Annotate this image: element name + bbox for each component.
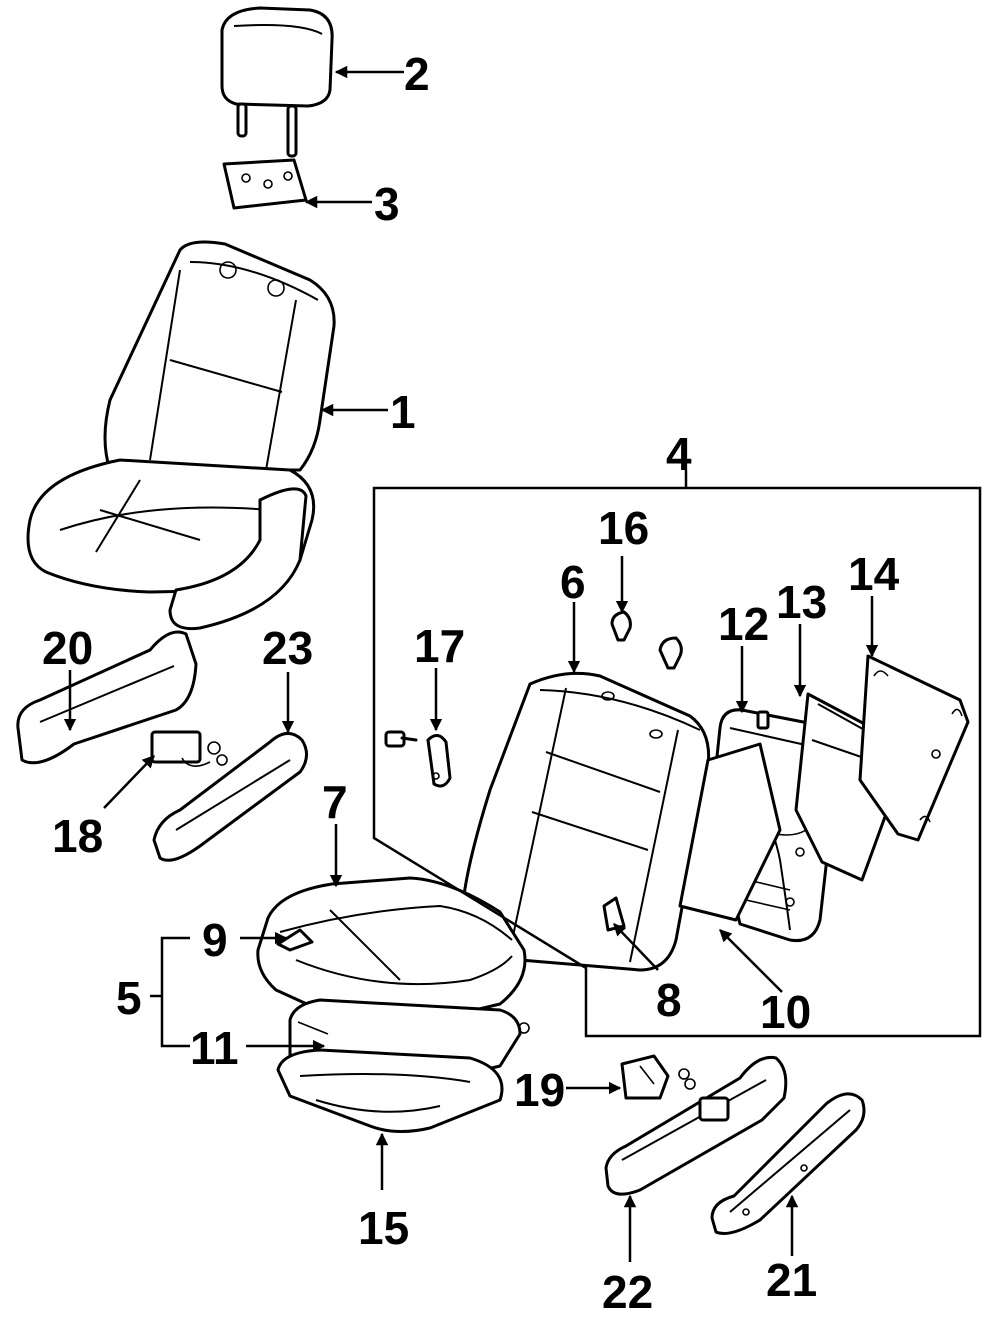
callout-15: 15 xyxy=(358,1202,409,1254)
callout-1: 1 xyxy=(390,386,416,438)
callout-8: 8 xyxy=(656,974,682,1026)
callout-13: 13 xyxy=(776,576,827,628)
callout-20: 20 xyxy=(42,622,93,674)
callout-23: 23 xyxy=(262,622,313,674)
callout-5: 5 xyxy=(116,972,142,1024)
seat-assembly[interactable] xyxy=(26,240,336,631)
leader-lines xyxy=(63,65,879,1262)
callout-14: 14 xyxy=(848,548,900,600)
callout-6: 6 xyxy=(560,556,586,608)
callout-21: 21 xyxy=(766,1254,817,1306)
seat-cushion-frame[interactable] xyxy=(276,1048,504,1133)
recliner-bolt-bracket[interactable] xyxy=(384,730,452,788)
headrest[interactable] xyxy=(220,6,334,158)
callout-3: 3 xyxy=(374,178,400,230)
callout-18: 18 xyxy=(52,810,103,862)
callout-2: 2 xyxy=(404,48,430,100)
seat-cushion-cover[interactable] xyxy=(256,876,527,1030)
callout-9: 9 xyxy=(202,914,228,966)
callout-19: 19 xyxy=(514,1064,565,1116)
seat-back-panel[interactable] xyxy=(858,654,970,842)
callout-7: 7 xyxy=(322,776,348,828)
inner-side-shield[interactable] xyxy=(710,1092,866,1235)
callout-12: 12 xyxy=(718,598,769,650)
callout-16: 16 xyxy=(598,502,649,554)
seat-adjuster-motor[interactable] xyxy=(620,1054,696,1100)
outer-track-cover[interactable] xyxy=(16,630,198,765)
cushion-group-bracket xyxy=(160,936,190,1048)
headrest-guide-clips[interactable] xyxy=(610,610,683,670)
callout-11: 11 xyxy=(190,1022,239,1074)
headrest-guide-plate[interactable] xyxy=(222,158,308,210)
seat-back-pad[interactable] xyxy=(678,742,782,922)
seat-back-cover[interactable] xyxy=(460,671,711,972)
seat-back-group-box xyxy=(372,486,982,1038)
callout-labels: 2 3 1 4 20 23 17 6 16 12 13 14 18 7 9 5 … xyxy=(42,48,900,1318)
callout-22: 22 xyxy=(602,1266,653,1318)
inner-track-cover[interactable] xyxy=(152,732,308,862)
callout-17: 17 xyxy=(414,620,465,672)
callout-4: 4 xyxy=(666,428,692,480)
outer-side-shield[interactable] xyxy=(604,1055,788,1196)
callout-10: 10 xyxy=(760,986,811,1038)
power-seat-switch[interactable] xyxy=(150,730,228,767)
